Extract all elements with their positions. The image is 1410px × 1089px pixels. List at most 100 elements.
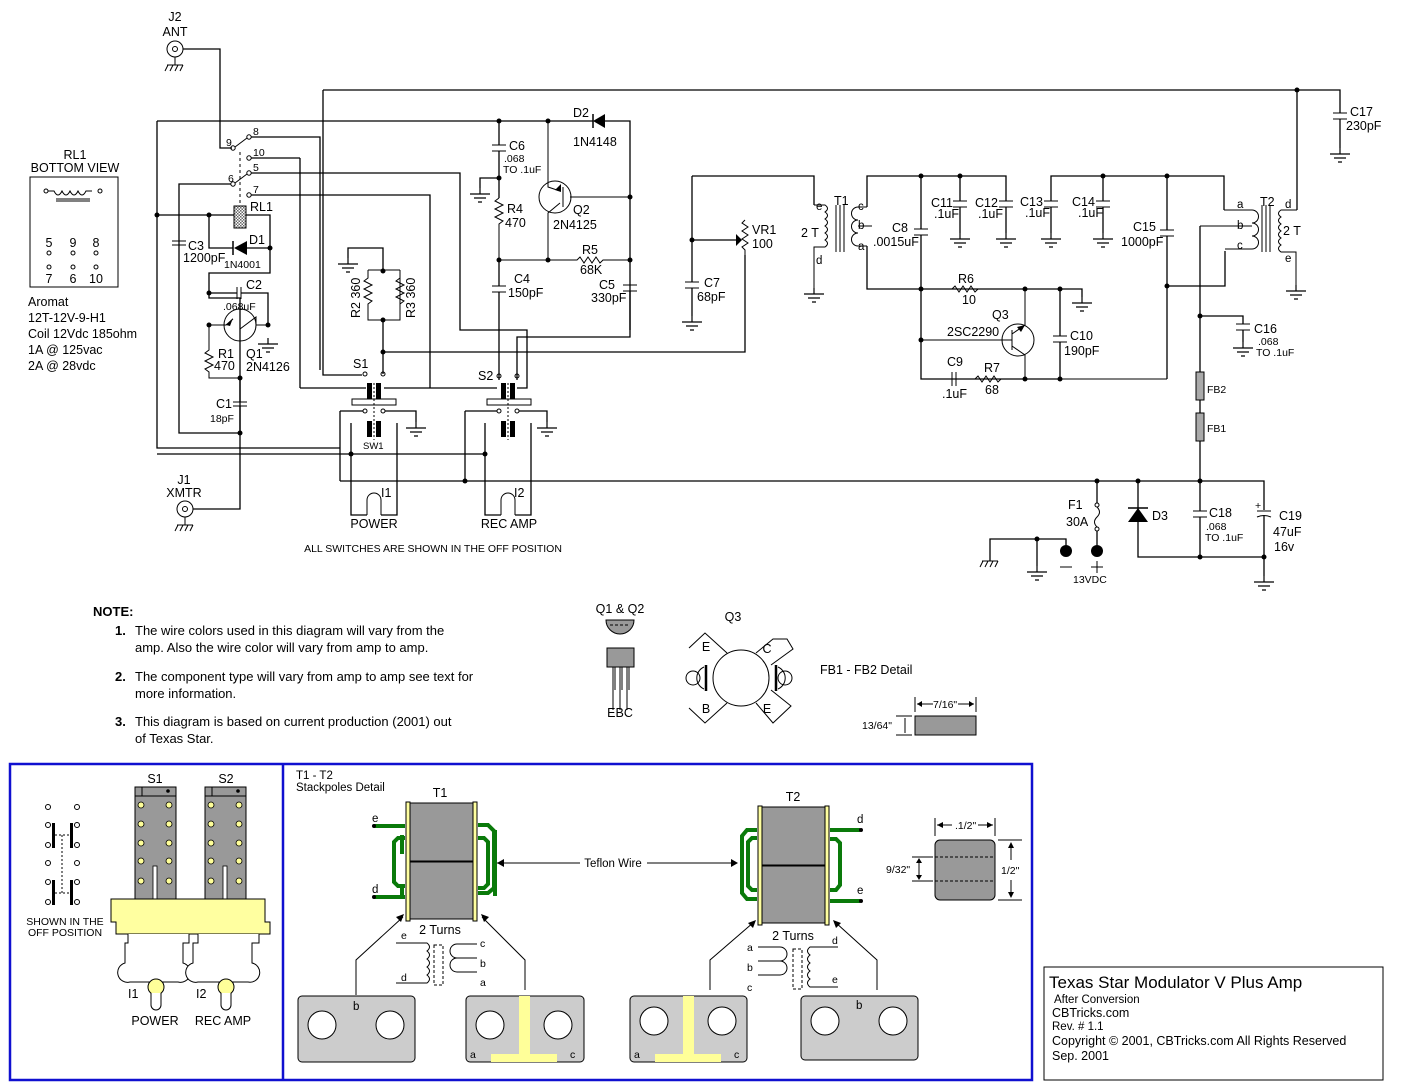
t2-schematic-pin: e: [832, 974, 838, 986]
note-text: This diagram is based on current product…: [135, 714, 452, 729]
pcb-pin: a: [470, 1049, 476, 1061]
t2-schematic-pin: c: [747, 982, 752, 994]
c10-ref: C10: [1070, 329, 1093, 343]
c2-ref: C2: [246, 278, 262, 292]
power-detail-label: POWER: [131, 1014, 178, 1028]
t1-schematic-pin: b: [480, 958, 486, 970]
t1-schematic-pin: d: [401, 972, 407, 984]
c3-capacitor-icon: [172, 240, 186, 246]
relay-coil-icon: [48, 189, 92, 196]
stackpole-title1: T1 - T2: [296, 770, 333, 782]
stackpole-title2: Stackpoles Detail: [296, 782, 385, 794]
c17-ref: C17: [1350, 105, 1373, 119]
r5-ref: R5: [582, 243, 598, 257]
c13-ref: C13: [1020, 195, 1043, 209]
c3-ref: C3: [188, 239, 204, 253]
d1-ref: D1: [249, 233, 265, 247]
r6-resistor-icon: [921, 285, 1025, 293]
switches-off-note: ALL SWITCHES ARE SHOWN IN THE OFF POSITI…: [304, 543, 562, 555]
c8-capacitor-icon: [914, 228, 928, 236]
q3-package-icon: [712, 649, 770, 707]
t1-pin: c: [858, 201, 864, 213]
vr1-wiper-icon: [736, 234, 742, 246]
r3-label: R3 360: [404, 278, 418, 318]
c8-value: .0015uF: [873, 235, 919, 249]
q1-value: 2N4126: [246, 360, 290, 374]
t1-schematic-pin: c: [480, 938, 485, 950]
to92-body-icon: [606, 647, 635, 668]
t2-secondary-coil-icon: [1278, 209, 1297, 285]
pcb-pin: a: [634, 1049, 640, 1061]
pcb-pin: b: [353, 1001, 359, 1013]
c19-value1: 47uF: [1273, 525, 1302, 539]
c19-electrolytic-icon: [1256, 510, 1272, 518]
t1-pin: d: [372, 884, 378, 896]
note-number: 2.: [115, 669, 126, 684]
c13-capacitor-icon: [1044, 200, 1058, 208]
relay-spec: Aromat: [28, 295, 69, 309]
d3-ref: D3: [1152, 509, 1168, 523]
r1-value: 470: [214, 359, 235, 373]
detail-frame: [8, 762, 1034, 1082]
fb-height: 13/64": [862, 720, 892, 732]
t2-pin: b: [1237, 220, 1243, 232]
notes-heading: NOTE:: [93, 604, 133, 619]
t1-winding-icon: [374, 824, 405, 899]
c19-ref: C19: [1279, 509, 1302, 523]
teflon-wire-label: Teflon Wire: [584, 858, 642, 870]
r2-label: R2 360: [349, 278, 363, 318]
note-text: The component type will vary from amp to…: [135, 669, 474, 684]
c15-ref: C15: [1133, 220, 1156, 234]
relay-spec: 12T-12V-9-H1: [28, 311, 106, 325]
q3-ref: Q3: [992, 308, 1009, 322]
q1-q2-package: Q1 & Q2 EBC: [596, 602, 645, 720]
s2-switch-body: [204, 786, 247, 900]
c1-ref: C1: [216, 397, 232, 411]
fb1-ferrite-bead: [1195, 412, 1205, 442]
c7-value: 68pF: [697, 290, 726, 304]
j1-name: XMTR: [166, 486, 201, 500]
r5-resistor-icon: [499, 256, 630, 264]
svg-text:+: +: [1255, 500, 1261, 512]
relay-pin: 8: [93, 236, 100, 250]
switch-bracket: [110, 898, 271, 935]
c15-value: 1000pF: [1121, 235, 1164, 249]
t1-detail-coil-icon: [396, 942, 430, 984]
t1-detail-label: T1: [433, 786, 448, 800]
q3-section: R6 10 Q3 2SC2290 C10 190pF C9 .1uF R7 68: [918, 272, 1167, 401]
t1-schematic-pin: a: [480, 977, 486, 989]
c13-value: .1uF: [1025, 206, 1050, 220]
pcb-pin: b: [856, 1000, 862, 1012]
relay-view-subtitle: BOTTOM VIEW: [31, 161, 120, 175]
c15-capacitor-icon: [1160, 229, 1174, 237]
q2-value: 2N4125: [553, 218, 597, 232]
q3-pin: B: [702, 702, 710, 716]
t1-ref: T1: [834, 194, 849, 208]
t2-pin: e: [1285, 253, 1291, 265]
c16-value1: .068: [1258, 336, 1279, 348]
c9-ref: C9: [947, 355, 963, 369]
q3-package: Q3 E C B E: [685, 610, 794, 724]
c2-capacitor-icon: [236, 287, 242, 299]
t2-ref: T2: [1260, 195, 1275, 209]
q1-ref: Q1: [246, 347, 263, 361]
c5-ref: C5: [599, 278, 615, 292]
q1q2-pins: EBC: [607, 706, 633, 720]
r7-resistor-icon: [921, 375, 1167, 383]
t2-pin: e: [857, 885, 863, 897]
c1-value: 18pF: [210, 413, 234, 425]
j1-ref: J1: [177, 473, 190, 487]
t2-detail-coil-icon: [758, 946, 788, 976]
relay-pin: 6: [70, 272, 77, 286]
t1-secondary-coil-icon: [851, 206, 867, 247]
t2-pin: d: [857, 814, 863, 826]
relay-bottom-view: RL1 BOTTOM VIEW 5 9 8 7 6 10 Aromat 12T-…: [28, 148, 137, 373]
d2-value: 1N4148: [573, 135, 617, 149]
t2-detail-label: T2: [786, 790, 801, 804]
stackpole-detail: T1 - T2 Stackpoles Detail T1 e d Teflon …: [296, 770, 1022, 1063]
relay-contacts: 9 8 10 6 5 7 RL1 D1 1N4001 C3: [154, 120, 528, 449]
t1-pin: d: [816, 255, 822, 267]
c12-capacitor-icon: [999, 200, 1013, 208]
relay-spec: 2A @ 28vdc: [28, 359, 96, 373]
t1-core-bottom: [409, 861, 474, 920]
